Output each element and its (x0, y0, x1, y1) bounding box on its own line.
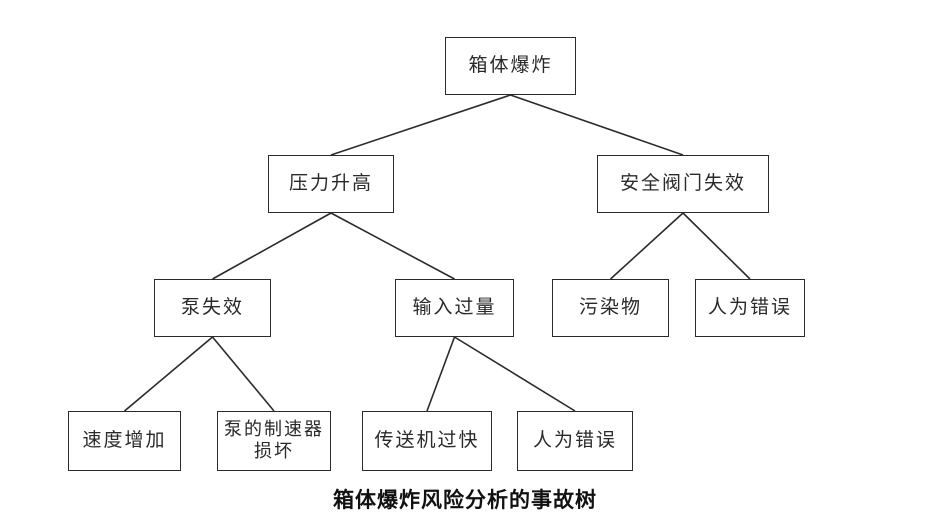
connector-pump_failure-to-pump_brake_damage (211, 336, 275, 412)
node-pump-failure: 泵失效 (154, 279, 271, 337)
connector-root-to-safety_valve_failure (510, 94, 684, 156)
node-speed-increase: 速度增加 (68, 411, 181, 471)
node-human-error-input: 人为错误 (517, 411, 633, 471)
node-conveyor-too-fast: 传送机过快 (362, 411, 492, 471)
diagram-caption: 箱体爆炸风险分析的事故树 (333, 487, 597, 512)
node-human-error-valve: 人为错误 (695, 279, 805, 337)
connector-input_overload-to-human_error_input (454, 336, 576, 412)
connector-root-to-pressure_rise (330, 94, 511, 156)
node-contaminant: 污染物 (552, 279, 669, 337)
connector-pressure_rise-to-pump_failure (212, 212, 332, 280)
node-input-overload: 输入过量 (395, 279, 514, 337)
node-box-explosion: 箱体爆炸 (445, 37, 576, 95)
connector-safety_valve_failure-to-human_error_valve (682, 212, 751, 280)
connector-pressure_rise-to-input_overload (330, 212, 455, 280)
node-pressure-rise: 压力升高 (268, 155, 394, 213)
node-safety-valve-failure: 安全阀门失效 (597, 155, 769, 213)
connector-safety_valve_failure-to-contaminant (609, 212, 684, 280)
connector-input_overload-to-conveyor_too_fast (426, 336, 456, 412)
node-pump-brake-damage: 泵的制速器损坏 (217, 411, 331, 471)
connector-pump_failure-to-speed_increase (123, 336, 214, 412)
